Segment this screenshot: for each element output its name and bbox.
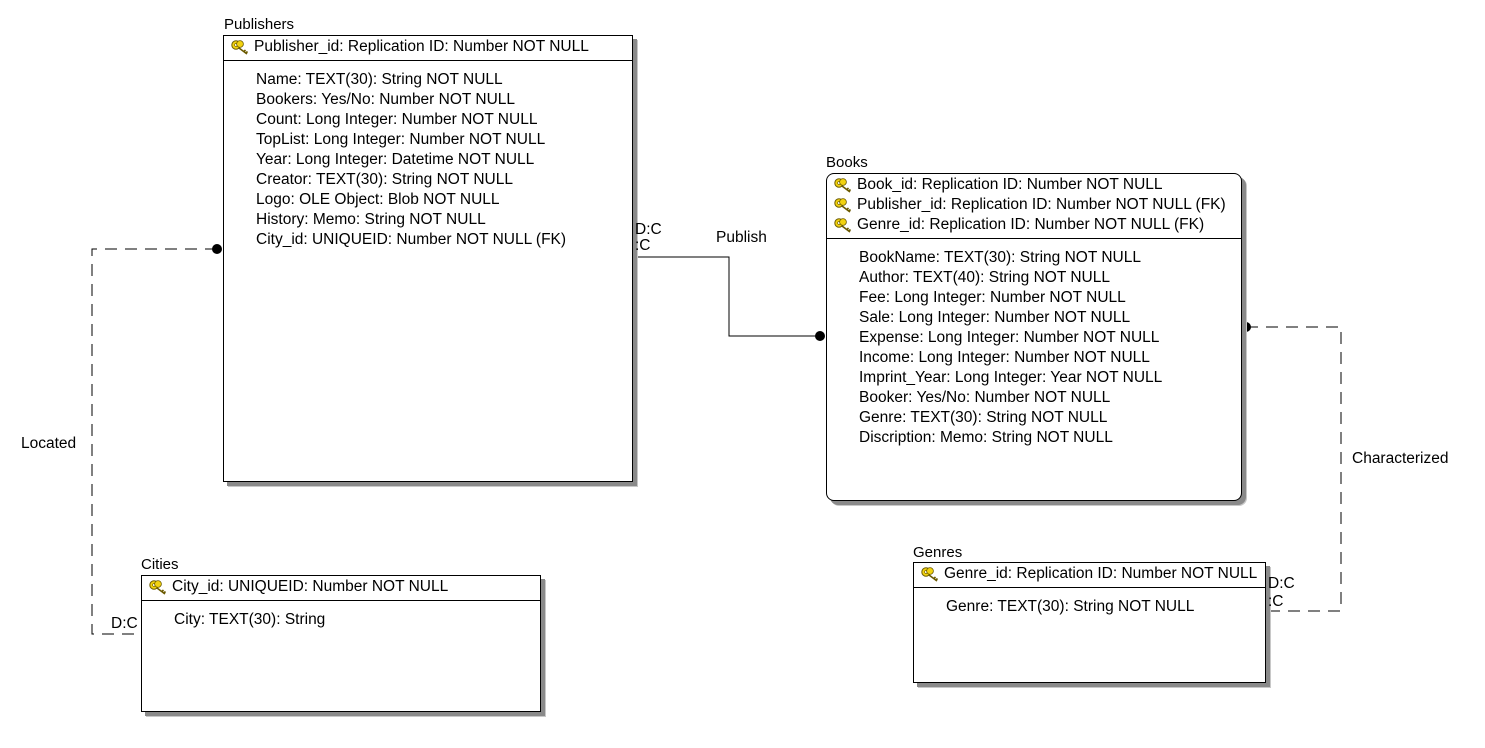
publishers-attribute[interactable]: Year: Long Integer: Datetime NOT NULL — [256, 151, 535, 168]
characterized-label: Characterized — [1352, 450, 1449, 467]
books-attribute[interactable]: Discription: Memo: String NOT NULL — [859, 429, 1113, 446]
genres-attributes-section: Genre: TEXT(30): String NOT NULL — [914, 588, 1265, 617]
publishers-pk-attribute[interactable]: Publisher_id: Replication ID: Number NOT… — [224, 37, 632, 57]
key-icon — [920, 566, 940, 583]
books-pk-attribute[interactable]: Publisher_id: Replication ID: Number NOT… — [827, 195, 1241, 215]
publishers-title: Publishers — [224, 16, 295, 33]
books-pk-text: Genre_id: Replication ID: Number NOT NUL… — [857, 216, 1205, 233]
cities-pk-attribute[interactable]: City_id: UNIQUEID: Number NOT NULL — [142, 577, 540, 597]
publishers-attribute[interactable]: TopList: Long Integer: Number NOT NULL — [256, 131, 546, 148]
located-line[interactable] — [91, 248, 217, 635]
cities-attributes-section: City: TEXT(30): String — [142, 601, 540, 630]
characterized-card-delete: D:C — [1268, 575, 1295, 592]
cities-pk-text: City_id: UNIQUEID: Number NOT NULL — [172, 578, 449, 595]
characterized-card-update: :C — [1268, 593, 1284, 610]
books-attribute[interactable]: Fee: Long Integer: Number NOT NULL — [859, 289, 1126, 306]
publishers-attribute[interactable]: Logo: OLE Object: Blob NOT NULL — [256, 191, 500, 208]
cities-attribute[interactable]: City: TEXT(30): String — [174, 611, 326, 628]
publishers-attribute[interactable]: Creator: TEXT(30): String NOT NULL — [256, 171, 513, 188]
publish-card-delete: D:C — [635, 221, 662, 238]
genres-pk-attribute[interactable]: Genre_id: Replication ID: Number NOT NUL… — [914, 564, 1265, 584]
books-attributes-section: BookName: TEXT(30): String NOT NULL Autho… — [827, 239, 1241, 448]
located-end-dot — [212, 244, 222, 254]
publish-card-update: :C — [635, 237, 651, 254]
publishers-attribute[interactable]: City_id: UNIQUEID: Number NOT NULL (FK) — [256, 231, 567, 248]
genres-primary-key-section: Genre_id: Replication ID: Number NOT NUL… — [914, 563, 1265, 588]
cities-entity[interactable]: City_id: UNIQUEID: Number NOT NULL City: … — [141, 575, 541, 712]
books-attribute[interactable]: Sale: Long Integer: Number NOT NULL — [859, 309, 1131, 326]
characterized-end-dot — [1241, 322, 1251, 332]
cities-primary-key-section: City_id: UNIQUEID: Number NOT NULL — [142, 576, 540, 601]
publishers-entity[interactable]: Publisher_id: Replication ID: Number NOT… — [223, 35, 633, 482]
located-card-delete: D:C — [111, 615, 138, 632]
located-label: Located — [21, 435, 77, 452]
publishers-attribute[interactable]: History: Memo: String NOT NULL — [256, 211, 486, 228]
key-icon — [148, 579, 168, 596]
publishers-pk-text: Publisher_id: Replication ID: Number NOT… — [254, 38, 589, 55]
books-title: Books — [826, 154, 868, 171]
books-pk-attribute[interactable]: Genre_id: Replication ID: Number NOT NUL… — [827, 215, 1241, 235]
books-attribute[interactable]: BookName: TEXT(30): String NOT NULL — [859, 249, 1141, 266]
publishers-attributes-section: Name: TEXT(30): String NOT NULL Bookers: … — [224, 61, 632, 250]
genres-title: Genres — [913, 544, 963, 561]
publish-label: Publish — [716, 229, 767, 246]
publish-line[interactable] — [632, 256, 820, 337]
key-icon — [833, 217, 853, 234]
books-attribute[interactable]: Booker: Yes/No: Number NOT NULL — [859, 389, 1111, 406]
books-pk-text: Book_id: Replication ID: Number NOT NULL — [857, 176, 1163, 193]
cities-title: Cities — [141, 556, 179, 573]
publish-end-dot — [815, 331, 825, 341]
books-attribute[interactable]: Author: TEXT(40): String NOT NULL — [859, 269, 1110, 286]
publishers-primary-key-section: Publisher_id: Replication ID: Number NOT… — [224, 36, 632, 61]
books-entity[interactable]: Book_id: Replication ID: Number NOT NULL… — [826, 173, 1242, 501]
publishers-attribute[interactable]: Name: TEXT(30): String NOT NULL — [256, 71, 503, 88]
books-attribute[interactable]: Expense: Long Integer: Number NOT NULL — [859, 329, 1160, 346]
books-pk-attribute[interactable]: Book_id: Replication ID: Number NOT NULL — [827, 175, 1241, 195]
characterized-line[interactable] — [1246, 326, 1342, 612]
books-attribute[interactable]: Income: Long Integer: Number NOT NULL — [859, 349, 1150, 366]
publishers-attribute[interactable]: Count: Long Integer: Number NOT NULL — [256, 111, 538, 128]
books-pk-text: Publisher_id: Replication ID: Number NOT… — [857, 196, 1226, 213]
genres-entity[interactable]: Genre_id: Replication ID: Number NOT NUL… — [913, 562, 1266, 683]
books-attribute[interactable]: Imprint_Year: Long Integer: Year NOT NUL… — [859, 369, 1163, 386]
publishers-attribute[interactable]: Bookers: Yes/No: Number NOT NULL — [256, 91, 516, 108]
books-attribute[interactable]: Genre: TEXT(30): String NOT NULL — [859, 409, 1108, 426]
genres-pk-text: Genre_id: Replication ID: Number NOT NUL… — [944, 565, 1258, 582]
key-icon — [833, 197, 853, 214]
key-icon — [230, 39, 250, 56]
books-primary-key-section: Book_id: Replication ID: Number NOT NULL… — [827, 174, 1241, 239]
key-icon — [833, 177, 853, 194]
genres-attribute[interactable]: Genre: TEXT(30): String NOT NULL — [946, 598, 1195, 615]
